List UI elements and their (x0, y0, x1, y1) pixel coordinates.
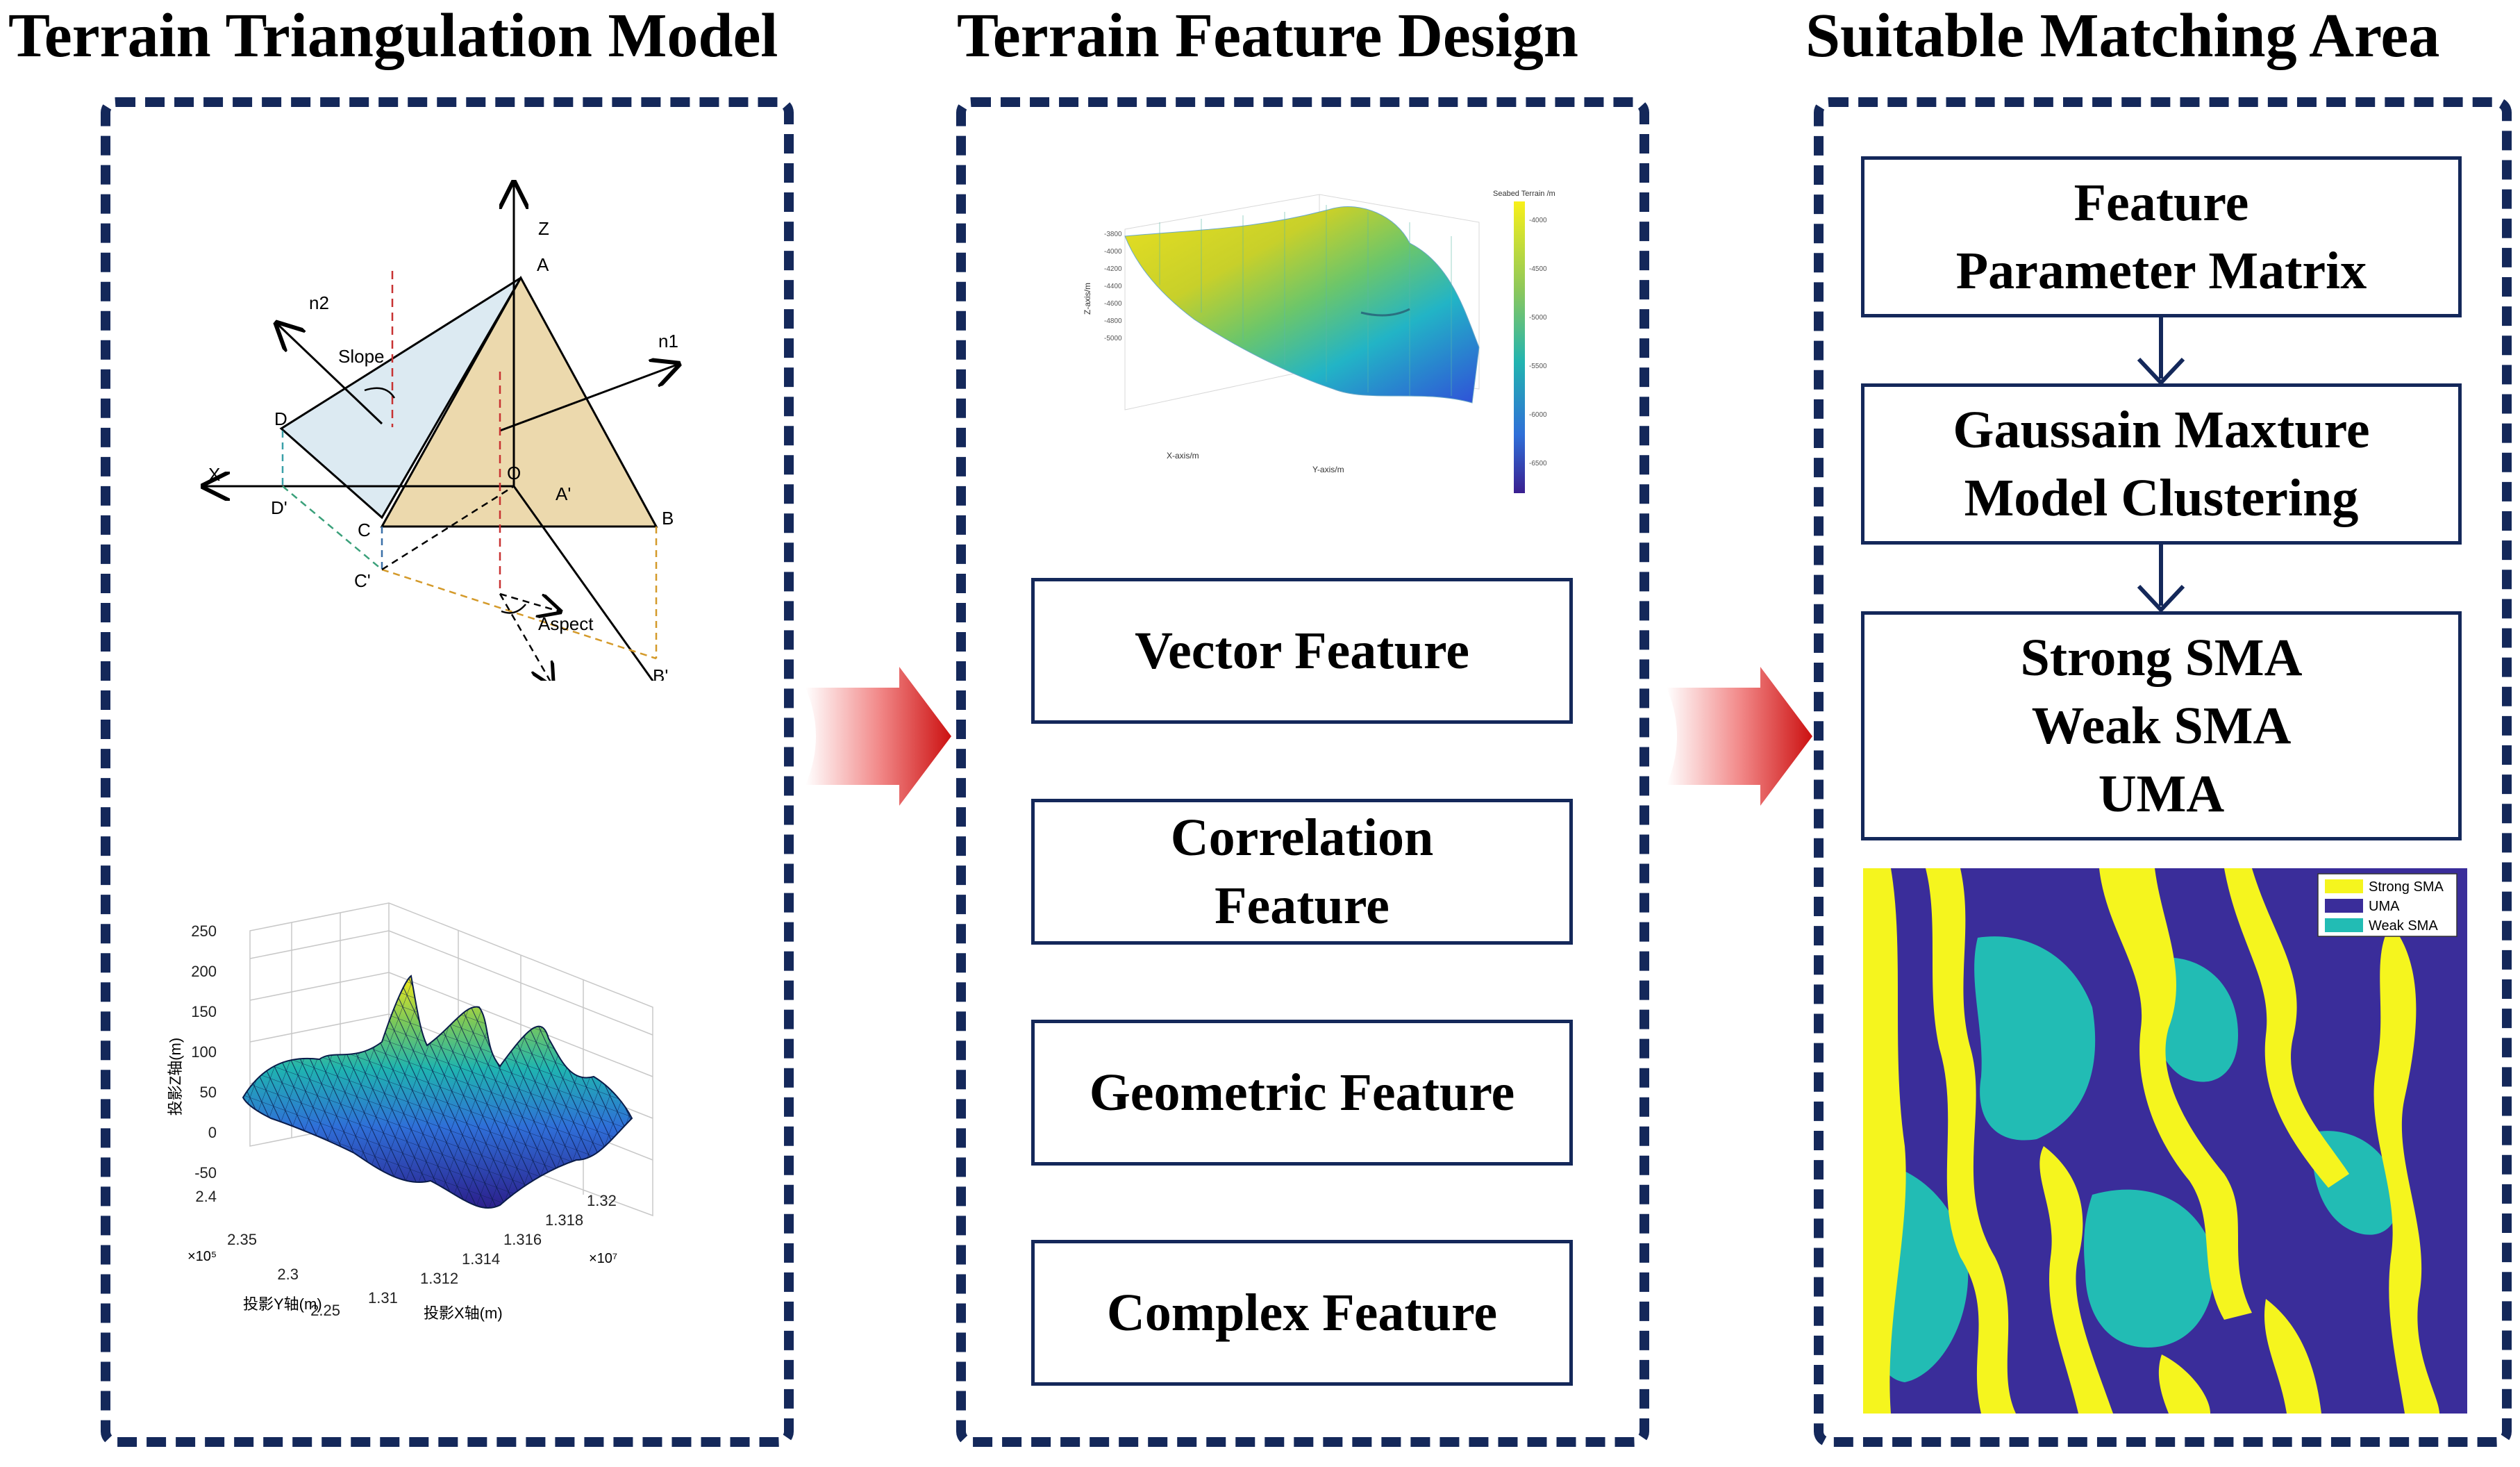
svg-text:1.318: 1.318 (545, 1211, 583, 1229)
svg-text:0: 0 (208, 1124, 217, 1141)
label-slope: Slope (338, 346, 385, 367)
svg-text:1.314: 1.314 (462, 1250, 500, 1268)
label-d-prime: D' (271, 497, 287, 518)
svg-text:-6000: -6000 (1529, 411, 1547, 419)
normal-n1 (499, 365, 677, 432)
normal-n2 (278, 324, 383, 425)
feature-parameter-matrix-box: Feature Parameter Matrix (1861, 156, 2462, 317)
svg-text:2.35: 2.35 (227, 1231, 257, 1248)
panel-matching-area (1814, 97, 2512, 1447)
label-x: X (208, 464, 220, 485)
label-d: D (274, 408, 287, 429)
label-n1: n1 (658, 331, 678, 351)
triangulation-geometry-diagram: Z A n2 Slope n1 D X O A' D' C B C' Aspec… (101, 125, 795, 681)
correlation-feature-box: Correlation Feature (1031, 799, 1573, 945)
label-n2: n2 (309, 292, 329, 313)
arrow-left-to-middle (806, 667, 951, 806)
label-b: B (662, 508, 674, 529)
svg-text:150: 150 (191, 1003, 217, 1020)
arrow-middle-to-right (1667, 667, 1812, 806)
gmm-clustering-box: Gaussain Maxture Model Clustering (1861, 383, 2462, 545)
surface-colorbar-label: Seabed Terrain /m (1493, 190, 1555, 198)
svg-text:2.4: 2.4 (195, 1188, 217, 1205)
mesh-z-axis-label: 投影Z轴(m) (167, 1038, 184, 1116)
svg-text:-4500: -4500 (1529, 265, 1547, 273)
triangle-abc (380, 275, 658, 528)
svg-text:-3800: -3800 (1104, 231, 1122, 238)
mesh-y-exponent: ×10⁵ (187, 1249, 217, 1264)
legend-label-weak-sma: Weak SMA (2369, 918, 2438, 934)
surface-x-axis-label: X-axis/m (1167, 451, 1199, 461)
svg-text:-5000: -5000 (1529, 314, 1547, 322)
svg-text:-4800: -4800 (1104, 317, 1122, 325)
label-b-prime: B' (653, 665, 668, 681)
label-c-prime: C' (354, 570, 371, 591)
geometric-feature-box: Geometric Feature (1031, 1020, 1573, 1166)
svg-text:-4200: -4200 (1104, 265, 1122, 273)
sma-classes-box: Strong SMA Weak SMA UMA (1861, 611, 2462, 840)
complex-feature-box: Complex Feature (1031, 1240, 1573, 1386)
svg-text:200: 200 (191, 963, 217, 980)
legend-swatch-uma (2325, 899, 2363, 913)
y-axis (512, 486, 654, 681)
svg-text:-4600: -4600 (1104, 300, 1122, 308)
svg-text:-4000: -4000 (1104, 248, 1122, 256)
flow-arrow-1 (2137, 316, 2185, 386)
heading-terrain-feature-design: Terrain Feature Design (957, 1, 1578, 70)
svg-text:250: 250 (191, 922, 217, 940)
svg-text:1.316: 1.316 (503, 1231, 542, 1248)
surface-y-axis-label: Y-axis/m (1312, 465, 1344, 474)
svg-text:50: 50 (200, 1084, 217, 1101)
svg-text:-5500: -5500 (1529, 363, 1547, 370)
terrain-mesh-plot: 250 200 150 100 50 0 -50 投影Z轴(m) 2.4 2.3… (167, 902, 653, 1322)
svg-text:1.312: 1.312 (420, 1270, 458, 1287)
flow-arrow-2 (2137, 543, 2185, 613)
heading-suitable-matching-area: Suitable Matching Area (1805, 1, 2440, 70)
legend-swatch-weak-sma (2325, 918, 2363, 932)
legend-label-uma: UMA (2369, 899, 2400, 914)
label-o: O (507, 463, 521, 483)
label-c: C (358, 520, 371, 540)
svg-text:-50: -50 (194, 1164, 217, 1182)
svg-text:-5000: -5000 (1104, 335, 1122, 342)
svg-text:-4400: -4400 (1104, 283, 1122, 290)
svg-text:2.3: 2.3 (277, 1266, 299, 1283)
label-a: A (537, 254, 549, 275)
panel-triangulation (101, 97, 794, 1447)
svg-text:1.31: 1.31 (368, 1289, 398, 1307)
svg-text:-6500: -6500 (1529, 460, 1547, 467)
mesh-x-axis-label: 投影X轴(m) (424, 1304, 503, 1322)
svg-text:-4000: -4000 (1529, 217, 1547, 224)
surface-colorbar (1514, 201, 1525, 493)
slope-plane (279, 276, 522, 520)
label-z: Z (538, 218, 549, 239)
seabed-surface-plot: -3800 -4000 -4200 -4400 -4600 -4800 -5000 Z-… (1083, 190, 1555, 493)
svg-text:2.25: 2.25 (310, 1302, 340, 1319)
sma-classification-map: Strong SMA UMA Weak SMA (1863, 868, 2467, 1414)
svg-text:1.32: 1.32 (587, 1192, 617, 1209)
vector-feature-box: Vector Feature (1031, 578, 1573, 724)
surface-z-axis-label: Z-axis/m (1083, 283, 1092, 315)
heading-terrain-triangulation-model: Terrain Triangulation Model (8, 1, 778, 70)
panel-feature-design (956, 97, 1649, 1447)
svg-text:100: 100 (191, 1043, 217, 1061)
label-a-prime: A' (556, 483, 571, 504)
mesh-x-exponent: ×10⁷ (589, 1251, 617, 1266)
mesh-y-axis-label: 投影Y轴(m) (243, 1295, 322, 1313)
legend-swatch-strong-sma (2325, 879, 2363, 893)
legend-label-strong-sma: Strong SMA (2369, 879, 2444, 895)
label-aspect: Aspect (538, 613, 594, 634)
